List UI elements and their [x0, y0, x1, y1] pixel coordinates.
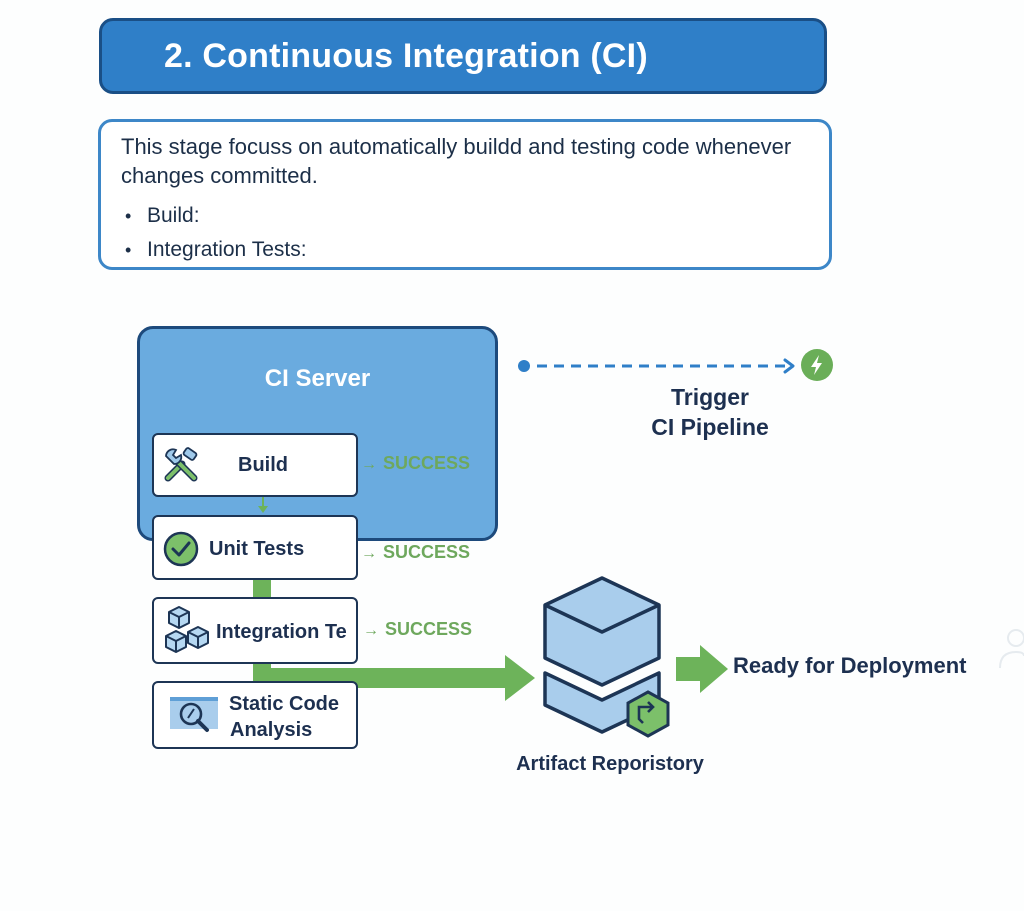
lightning-icon[interactable] — [800, 348, 834, 382]
status-arrow-icon: → — [361, 456, 377, 473]
stage-integration-tests[interactable]: Integration Te — [152, 597, 358, 664]
deployment-arrow — [676, 645, 728, 693]
ci-server-title: CI Server — [264, 365, 371, 392]
cubes-icon — [165, 606, 209, 653]
build-to-unit-arrow — [258, 496, 268, 513]
stage-label: Build — [238, 454, 288, 476]
page-title: 2. Continuous Integration (CI) — [164, 37, 648, 75]
unit-tests-status: → SUCCESS — [361, 542, 470, 563]
check-circle-icon — [163, 531, 199, 567]
artifact-stack-icon[interactable] — [540, 575, 675, 740]
bullet-item-integration-tests: • Integration Tests: — [125, 233, 307, 267]
bullet-marker: • — [125, 240, 132, 260]
tools-icon — [164, 447, 198, 482]
stage-static-code-analysis[interactable]: Static Code Analysis — [152, 681, 358, 749]
stage-label: Unit Tests — [209, 538, 305, 560]
title-banner: 2. Continuous Integration (CI) — [99, 18, 827, 94]
bullet-marker: • — [125, 206, 132, 226]
ready-for-deployment-label: Ready for Deployment — [733, 653, 967, 678]
status-label: SUCCESS — [383, 453, 471, 473]
description-bullets: • Build: • Integration Tests: — [125, 199, 307, 267]
status-arrow-icon: → — [363, 622, 379, 639]
stage-unit-tests[interactable]: Unit Tests — [152, 515, 358, 580]
status-label: SUCCESS — [385, 619, 473, 639]
code-search-icon — [170, 697, 218, 732]
artifact-repository-label: Artifact Reporistory — [516, 753, 704, 775]
stage-label-line2: Analysis — [230, 719, 313, 741]
status-label: SUCCESS — [383, 542, 471, 562]
user-icon — [999, 629, 1024, 669]
connector-arrowhead-to-artifact — [505, 655, 535, 701]
integration-tests-status: → SUCCESS — [363, 619, 472, 640]
redirect-arrow-icon — [626, 690, 670, 738]
description-text: This stage focuss on automatically build… — [121, 134, 792, 188]
bullet-label: Integration Tests: — [147, 238, 307, 261]
bullet-label: Build: — [147, 204, 200, 227]
description-panel: This stage focuss on automatically build… — [98, 119, 832, 270]
bullet-item-build: • Build: — [125, 199, 307, 233]
trigger-line2: CI Pipeline — [651, 414, 769, 440]
trigger-label: Trigger CI Pipeline — [610, 382, 810, 442]
stage-label: Integration Te — [216, 621, 347, 643]
stage-build[interactable]: Build — [152, 433, 358, 497]
status-arrow-icon: → — [361, 545, 377, 562]
build-status: → SUCCESS — [361, 453, 470, 474]
trigger-dashed-arrow — [518, 358, 795, 374]
trigger-line1: Trigger — [671, 384, 749, 410]
stage-label-line1: Static Code — [229, 693, 340, 715]
